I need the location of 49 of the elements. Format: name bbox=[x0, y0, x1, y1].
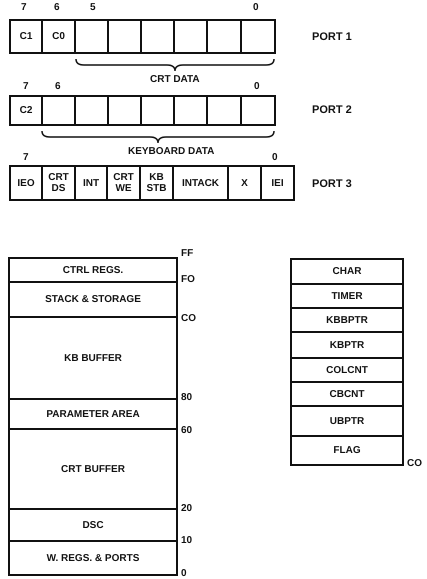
port-label: PORT 2 bbox=[312, 104, 352, 116]
bit-number: 0 bbox=[272, 152, 278, 163]
bit-number: 0 bbox=[253, 2, 259, 13]
register-row: KBBPTR bbox=[290, 307, 404, 333]
memory-block: CTRL REGS. bbox=[8, 257, 178, 283]
memory-block: W. REGS. & PORTS bbox=[8, 540, 178, 576]
bit-cell: INTACK bbox=[172, 165, 229, 201]
bit-cell: IEI bbox=[260, 165, 295, 201]
bit-cell: INT bbox=[74, 165, 108, 201]
bit-number: 6 bbox=[55, 81, 61, 92]
memory-block: DSC bbox=[8, 508, 178, 542]
memory-block: STACK & STORAGE bbox=[8, 281, 178, 318]
bit-number: 7 bbox=[21, 2, 27, 13]
address-label: CO bbox=[407, 458, 422, 469]
register-row: CBCNT bbox=[290, 381, 404, 407]
address-label: 0 bbox=[181, 568, 187, 579]
bit-number: 0 bbox=[254, 81, 260, 92]
bit-cell: IEO bbox=[9, 165, 43, 201]
register-row: COLCNT bbox=[290, 357, 404, 383]
address-label: 80 bbox=[181, 392, 192, 403]
register-row: TIMER bbox=[290, 283, 404, 309]
bit-cell: CRT WE bbox=[106, 165, 141, 201]
memory-block: PARAMETER AREA bbox=[8, 398, 178, 430]
memory-block: KB BUFFER bbox=[8, 316, 178, 400]
register-row: CHAR bbox=[290, 258, 404, 285]
bit-cell: C0 bbox=[41, 19, 76, 54]
bit-number: 5 bbox=[90, 2, 96, 13]
address-label: 20 bbox=[181, 503, 192, 514]
bit-cell: C1 bbox=[9, 19, 43, 54]
address-label: FO bbox=[181, 274, 195, 285]
bit-cell: KB STB bbox=[139, 165, 174, 201]
address-label: FF bbox=[181, 248, 194, 259]
bit-number: 7 bbox=[23, 81, 29, 92]
bit-cell: C2 bbox=[9, 95, 43, 126]
register-row: UBPTR bbox=[290, 405, 404, 437]
register-row: FLAG bbox=[290, 435, 404, 466]
address-label: CO bbox=[181, 313, 196, 324]
memory-block: CRT BUFFER bbox=[8, 428, 178, 510]
bit-number: 6 bbox=[54, 2, 60, 13]
bit-cell: CRT DS bbox=[41, 165, 76, 201]
field-label: CRT DATA bbox=[150, 74, 200, 85]
port-label: PORT 3 bbox=[312, 178, 352, 190]
address-label: 10 bbox=[181, 535, 192, 546]
bit-cell: X bbox=[227, 165, 262, 201]
address-label: 60 bbox=[181, 425, 192, 436]
bit-number: 7 bbox=[23, 152, 29, 163]
register-row: KBPTR bbox=[290, 331, 404, 359]
field-label: KEYBOARD DATA bbox=[128, 146, 214, 157]
port-label: PORT 1 bbox=[312, 31, 352, 43]
